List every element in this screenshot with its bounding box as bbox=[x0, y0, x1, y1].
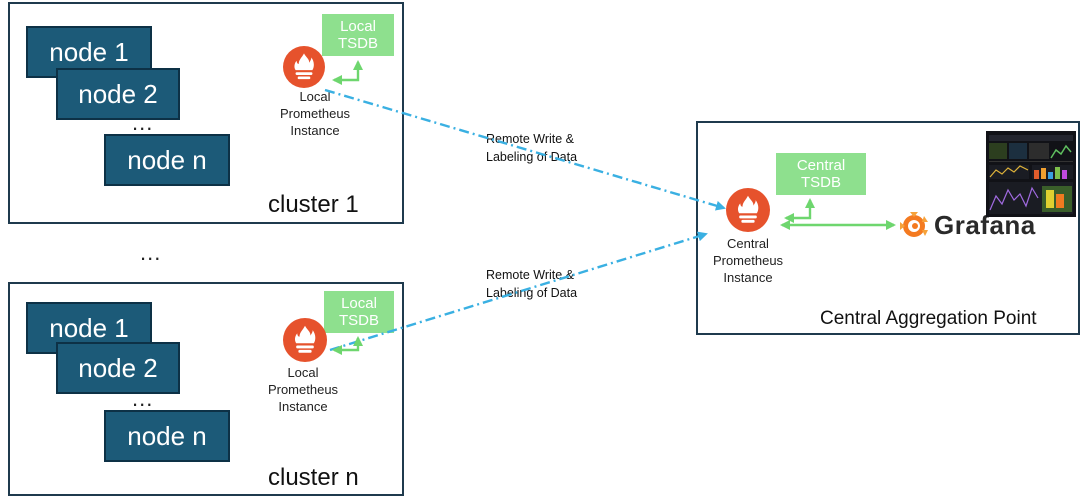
tsdb-line-1: Local bbox=[341, 295, 377, 312]
edge-line-1: Remote Write & bbox=[486, 132, 574, 146]
edge-line-1: Remote Write & bbox=[486, 268, 574, 282]
cluster-n-node-n: node n bbox=[104, 410, 230, 462]
cluster-n-prometheus-icon bbox=[283, 318, 327, 362]
central-prometheus-icon bbox=[726, 188, 770, 232]
cluster-1-prometheus-label: Local Prometheus Instance bbox=[260, 88, 370, 139]
cluster-1-node-ellipsis: ... bbox=[132, 110, 154, 135]
prom-line-2: Prometheus bbox=[279, 106, 351, 121]
prom-line-1: Local bbox=[287, 365, 319, 380]
grafana-logo-icon bbox=[900, 212, 928, 237]
prom-line-1: Local bbox=[299, 89, 331, 104]
prom-line-2: Prometheus bbox=[267, 382, 339, 397]
remote-write-arrow-2 bbox=[329, 231, 708, 352]
prom-line-3: Instance bbox=[290, 123, 340, 138]
cluster-n-label: cluster n bbox=[268, 464, 359, 491]
cluster-1-tsdb-link bbox=[332, 60, 363, 85]
cluster-1-local-tsdb: Local TSDB bbox=[322, 14, 394, 56]
central-prometheus-label: Central Prometheus Instance bbox=[693, 235, 803, 286]
tsdb-line-1: Central bbox=[796, 157, 846, 174]
cluster-n-local-tsdb: Local TSDB bbox=[324, 291, 394, 333]
remote-write-label-2: Remote Write & Labeling of Data bbox=[486, 266, 577, 302]
cluster-1-label: cluster 1 bbox=[268, 191, 359, 218]
central-tsdb: Central TSDB bbox=[776, 153, 866, 195]
tsdb-line-2: TSDB bbox=[800, 174, 841, 191]
cluster-1-prometheus-icon bbox=[283, 46, 325, 88]
tsdb-line-1: Local bbox=[340, 18, 376, 35]
cluster-n-tsdb-link bbox=[332, 336, 363, 355]
tsdb-line-2: TSDB bbox=[337, 35, 378, 52]
cluster-n-prometheus-label: Local Prometheus Instance bbox=[248, 364, 358, 415]
prom-line-3: Instance bbox=[278, 399, 328, 414]
tsdb-line-2: TSDB bbox=[338, 312, 379, 329]
cluster-1-node-2: node 2 bbox=[56, 68, 180, 120]
cluster-1-node-n: node n bbox=[104, 134, 230, 186]
between-clusters-ellipsis: ... bbox=[140, 240, 162, 265]
prom-line-2: Prometheus bbox=[712, 253, 784, 268]
central-tsdb-link bbox=[784, 198, 815, 223]
cluster-n-node-2: node 2 bbox=[56, 342, 180, 394]
cluster-n-node-ellipsis: ... bbox=[132, 386, 154, 411]
prom-line-3: Instance bbox=[723, 270, 773, 285]
remote-write-label-1: Remote Write & Labeling of Data bbox=[486, 130, 577, 166]
edge-line-2: Labeling of Data bbox=[486, 286, 578, 300]
remote-write-arrow-1 bbox=[324, 88, 726, 211]
grafana-dashboard-thumbnail bbox=[986, 131, 1076, 217]
edge-line-2: Labeling of Data bbox=[486, 150, 578, 164]
prom-line-1: Central bbox=[727, 236, 769, 251]
central-aggregation-label: Central Aggregation Point bbox=[820, 308, 1037, 329]
